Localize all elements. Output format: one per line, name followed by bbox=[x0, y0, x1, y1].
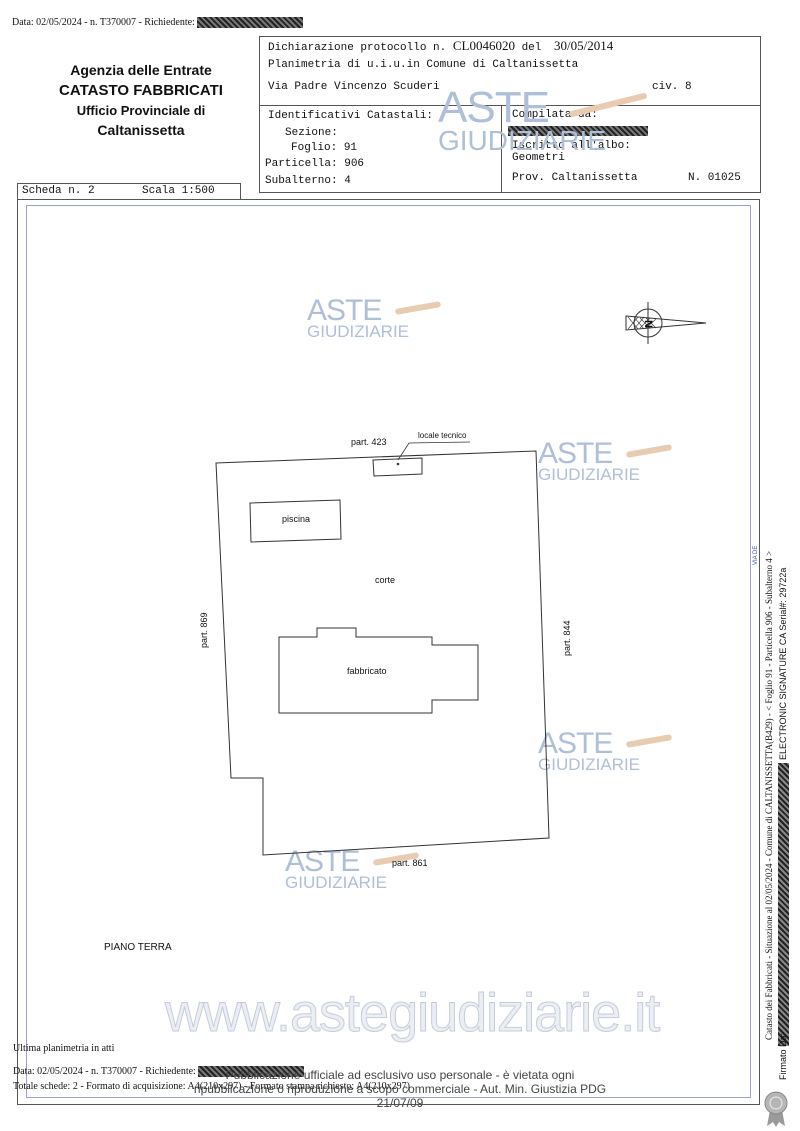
plot-outline bbox=[215, 450, 550, 856]
header-divider bbox=[259, 105, 761, 106]
north-arrow-icon: N bbox=[625, 302, 707, 344]
label-piano-terra: PIANO TERRA bbox=[104, 942, 172, 953]
catasto-title: CATASTO FABBRICATI bbox=[59, 82, 223, 99]
foglio-line: Foglio: 91 bbox=[291, 142, 358, 154]
ufficio-label: Ufficio Provinciale di bbox=[76, 103, 206, 118]
redacted-requester bbox=[197, 17, 304, 29]
website-watermark: www.astegiudiziarie.it bbox=[164, 983, 660, 1044]
catasto-side-line: Catasto dei Fabbricati - Situazione al 0… bbox=[764, 550, 774, 1040]
redacted-signer bbox=[778, 763, 789, 1046]
particella-line: Particella: 906 bbox=[265, 158, 365, 170]
firmato-label: Firmato Da: bbox=[778, 1032, 788, 1080]
ultima-planimetria: Ultima planimetria in atti bbox=[13, 1043, 115, 1054]
seal-ribbon-icon bbox=[764, 1091, 788, 1127]
redacted-compiler bbox=[508, 122, 648, 140]
label-part-top: part. 423 bbox=[351, 437, 387, 447]
city-name: Caltanissetta bbox=[97, 122, 185, 138]
scala-value: Scala 1:500 bbox=[142, 185, 215, 197]
identificativi-title: Identificativi Catastali: bbox=[268, 110, 434, 122]
side-small-code: VIA DE bbox=[753, 545, 759, 565]
albo-number: N. 01025 bbox=[688, 172, 741, 184]
piscina-outline bbox=[249, 499, 342, 543]
fabbricato-outline bbox=[278, 627, 479, 714]
scheda-number: Scheda n. 2 bbox=[22, 185, 95, 197]
main-frame bbox=[17, 199, 760, 1105]
agency-name: Agenzia delle Entrate bbox=[70, 62, 212, 78]
declaration-line: Dichiarazione protocollo n. CL0046020 de… bbox=[268, 38, 614, 54]
label-part-right: part. 844 bbox=[562, 620, 572, 656]
svg-text:N: N bbox=[642, 320, 654, 328]
top-date-line: Data: 02/05/2024 - n. T370007 - Richiede… bbox=[12, 17, 304, 29]
label-part-left: part. 869 bbox=[199, 612, 209, 648]
label-corte: corte bbox=[375, 575, 396, 585]
planimetria-line: Planimetria di u.i.u.in Comune di Caltan… bbox=[268, 59, 579, 71]
redacted-requester bbox=[198, 1066, 305, 1078]
address-line: Via Padre Vincenzo Scuderi bbox=[268, 81, 440, 93]
sezione-label: Sezione: bbox=[285, 127, 338, 139]
header-box bbox=[259, 36, 761, 193]
civic-number: civ. 8 bbox=[652, 81, 692, 93]
header-vdivider bbox=[501, 106, 502, 192]
albo-value: Geometri bbox=[512, 152, 565, 164]
iscritto-label: Iscritto all'albo: bbox=[512, 140, 631, 152]
locale-leader-line bbox=[397, 441, 471, 461]
subalterno-line: Subalterno: 4 bbox=[265, 175, 351, 187]
label-fabbricato: fabbricato bbox=[347, 666, 387, 676]
main-frame-inner bbox=[26, 205, 751, 1098]
totale-schede: Totale schede: 2 - Formato di acquisizio… bbox=[13, 1081, 410, 1092]
label-part-bottom: part. 861 bbox=[392, 858, 428, 868]
signature-line: ELECTRONIC SIGNATURE CA Serial#: 29722a bbox=[778, 567, 788, 760]
label-locale-tecnico: locale tecnico bbox=[418, 431, 467, 440]
locale-tecnico-outline bbox=[372, 457, 423, 477]
footer-date-line: Data: 02/05/2024 - n. T370007 - Richiede… bbox=[13, 1066, 305, 1078]
label-piscina: piscina bbox=[282, 514, 311, 524]
publication-notice: Pubblicazione ufficiale ad esclusivo uso… bbox=[193, 1068, 607, 1110]
provincia-value: Prov. Caltanissetta bbox=[512, 172, 638, 184]
watermark-header: ASTE GIUDIZIARIE bbox=[438, 86, 648, 154]
